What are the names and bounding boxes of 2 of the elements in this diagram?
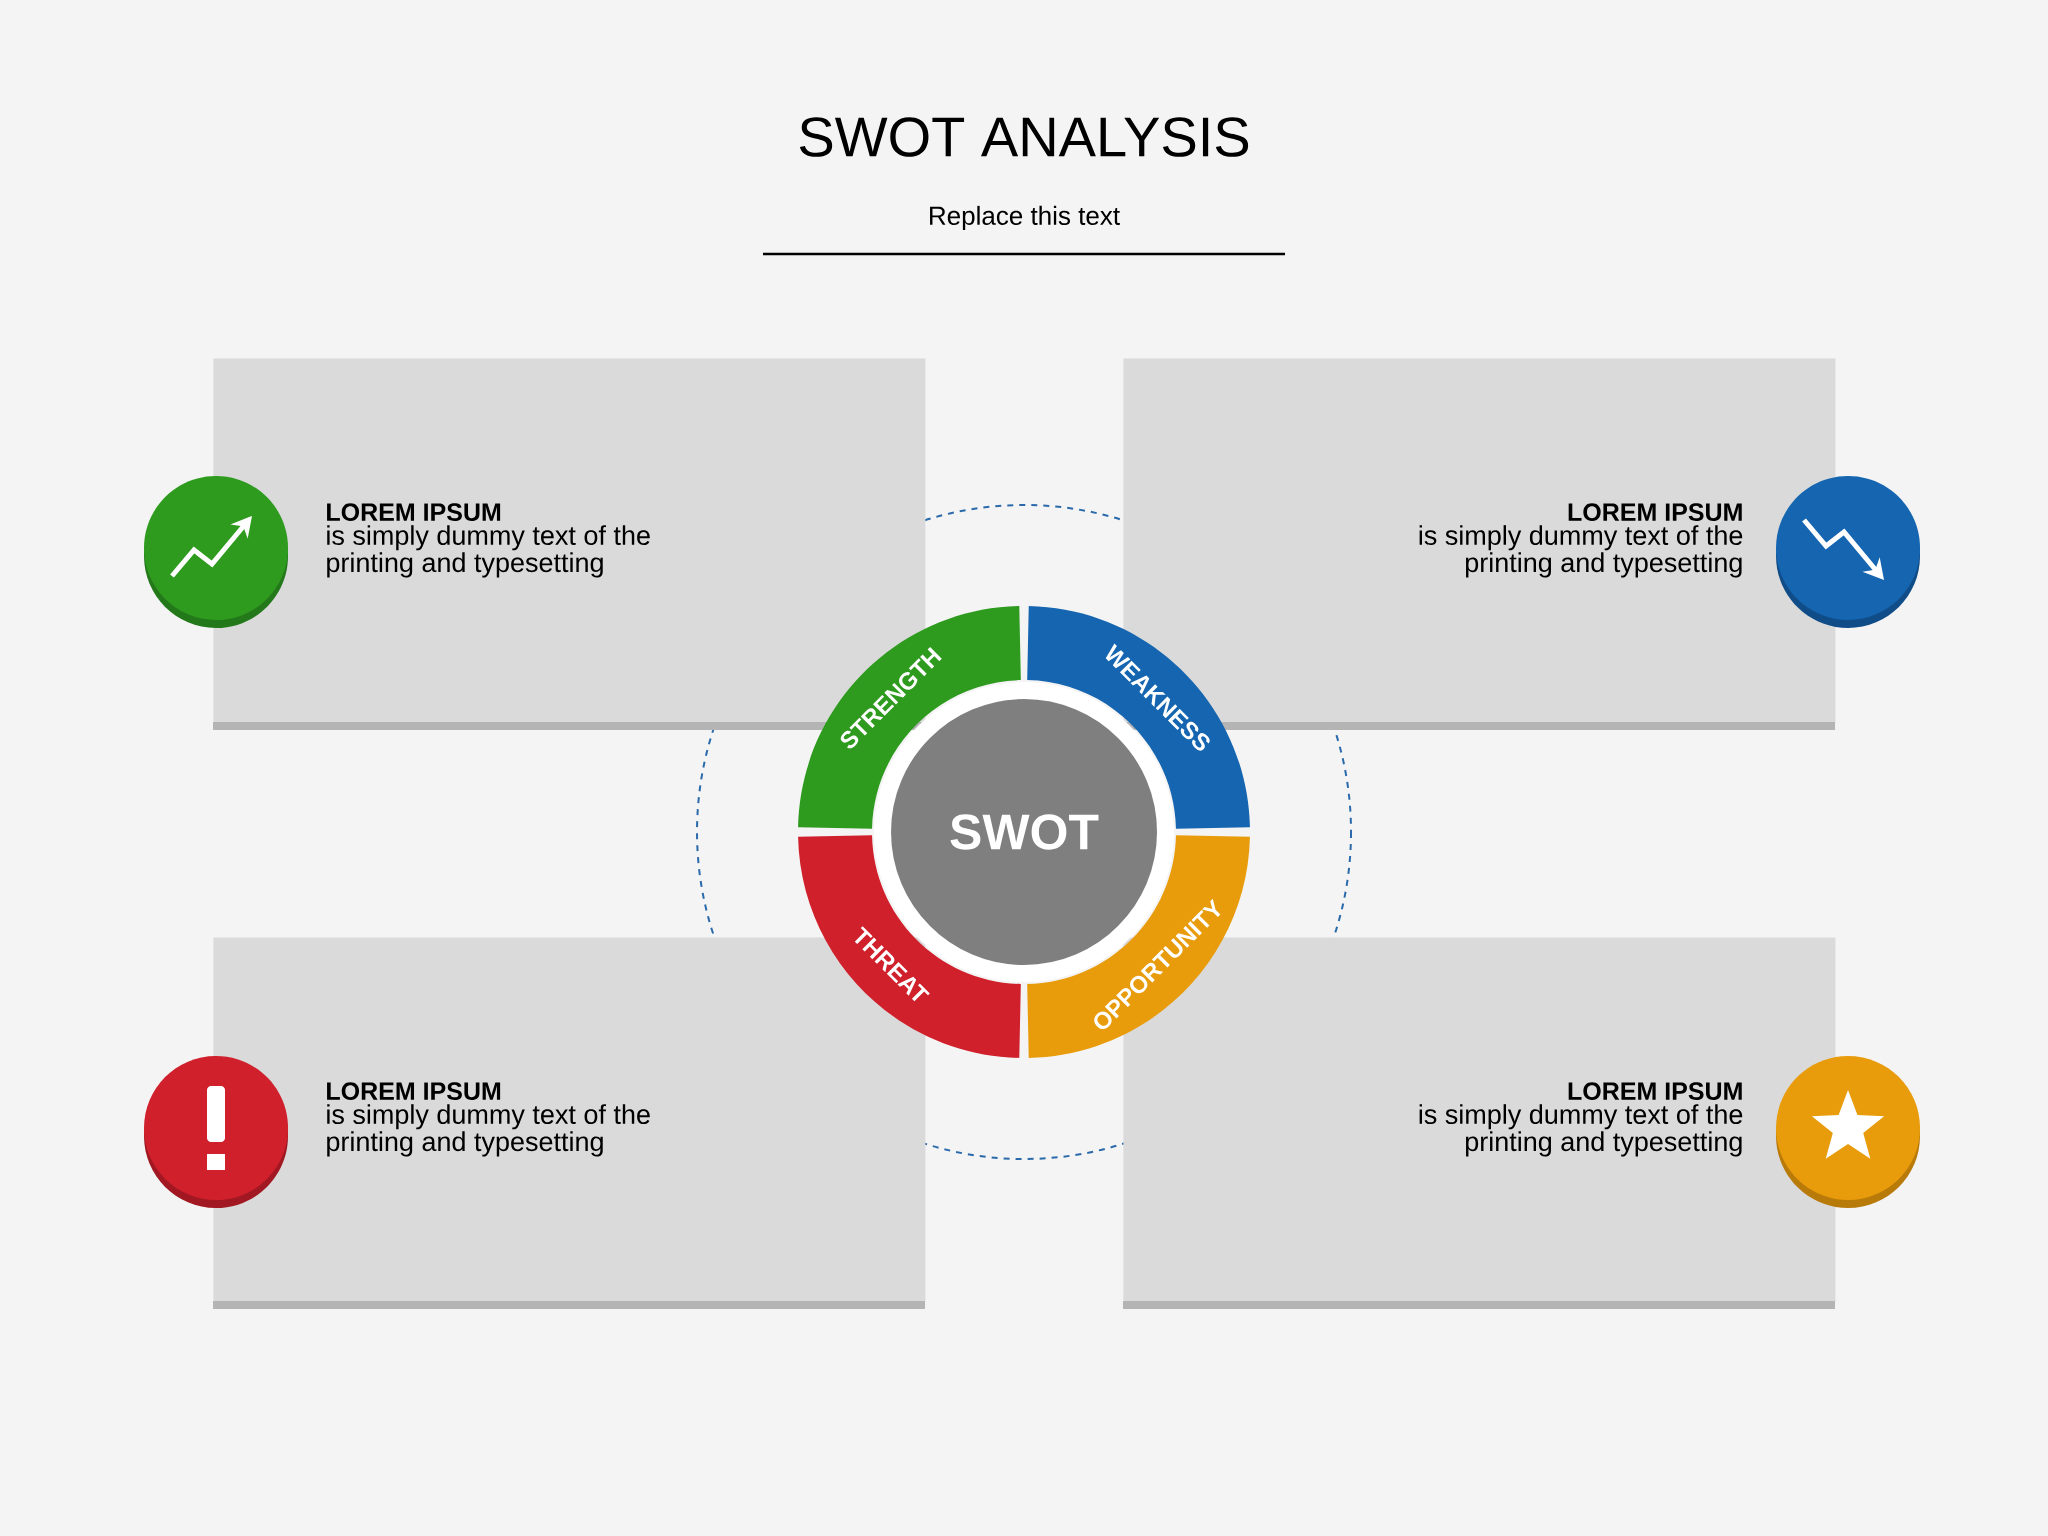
title: SWOT ANALYSIS	[799, 117, 1249, 157]
subtitle: Replace this text	[930, 205, 1120, 231]
